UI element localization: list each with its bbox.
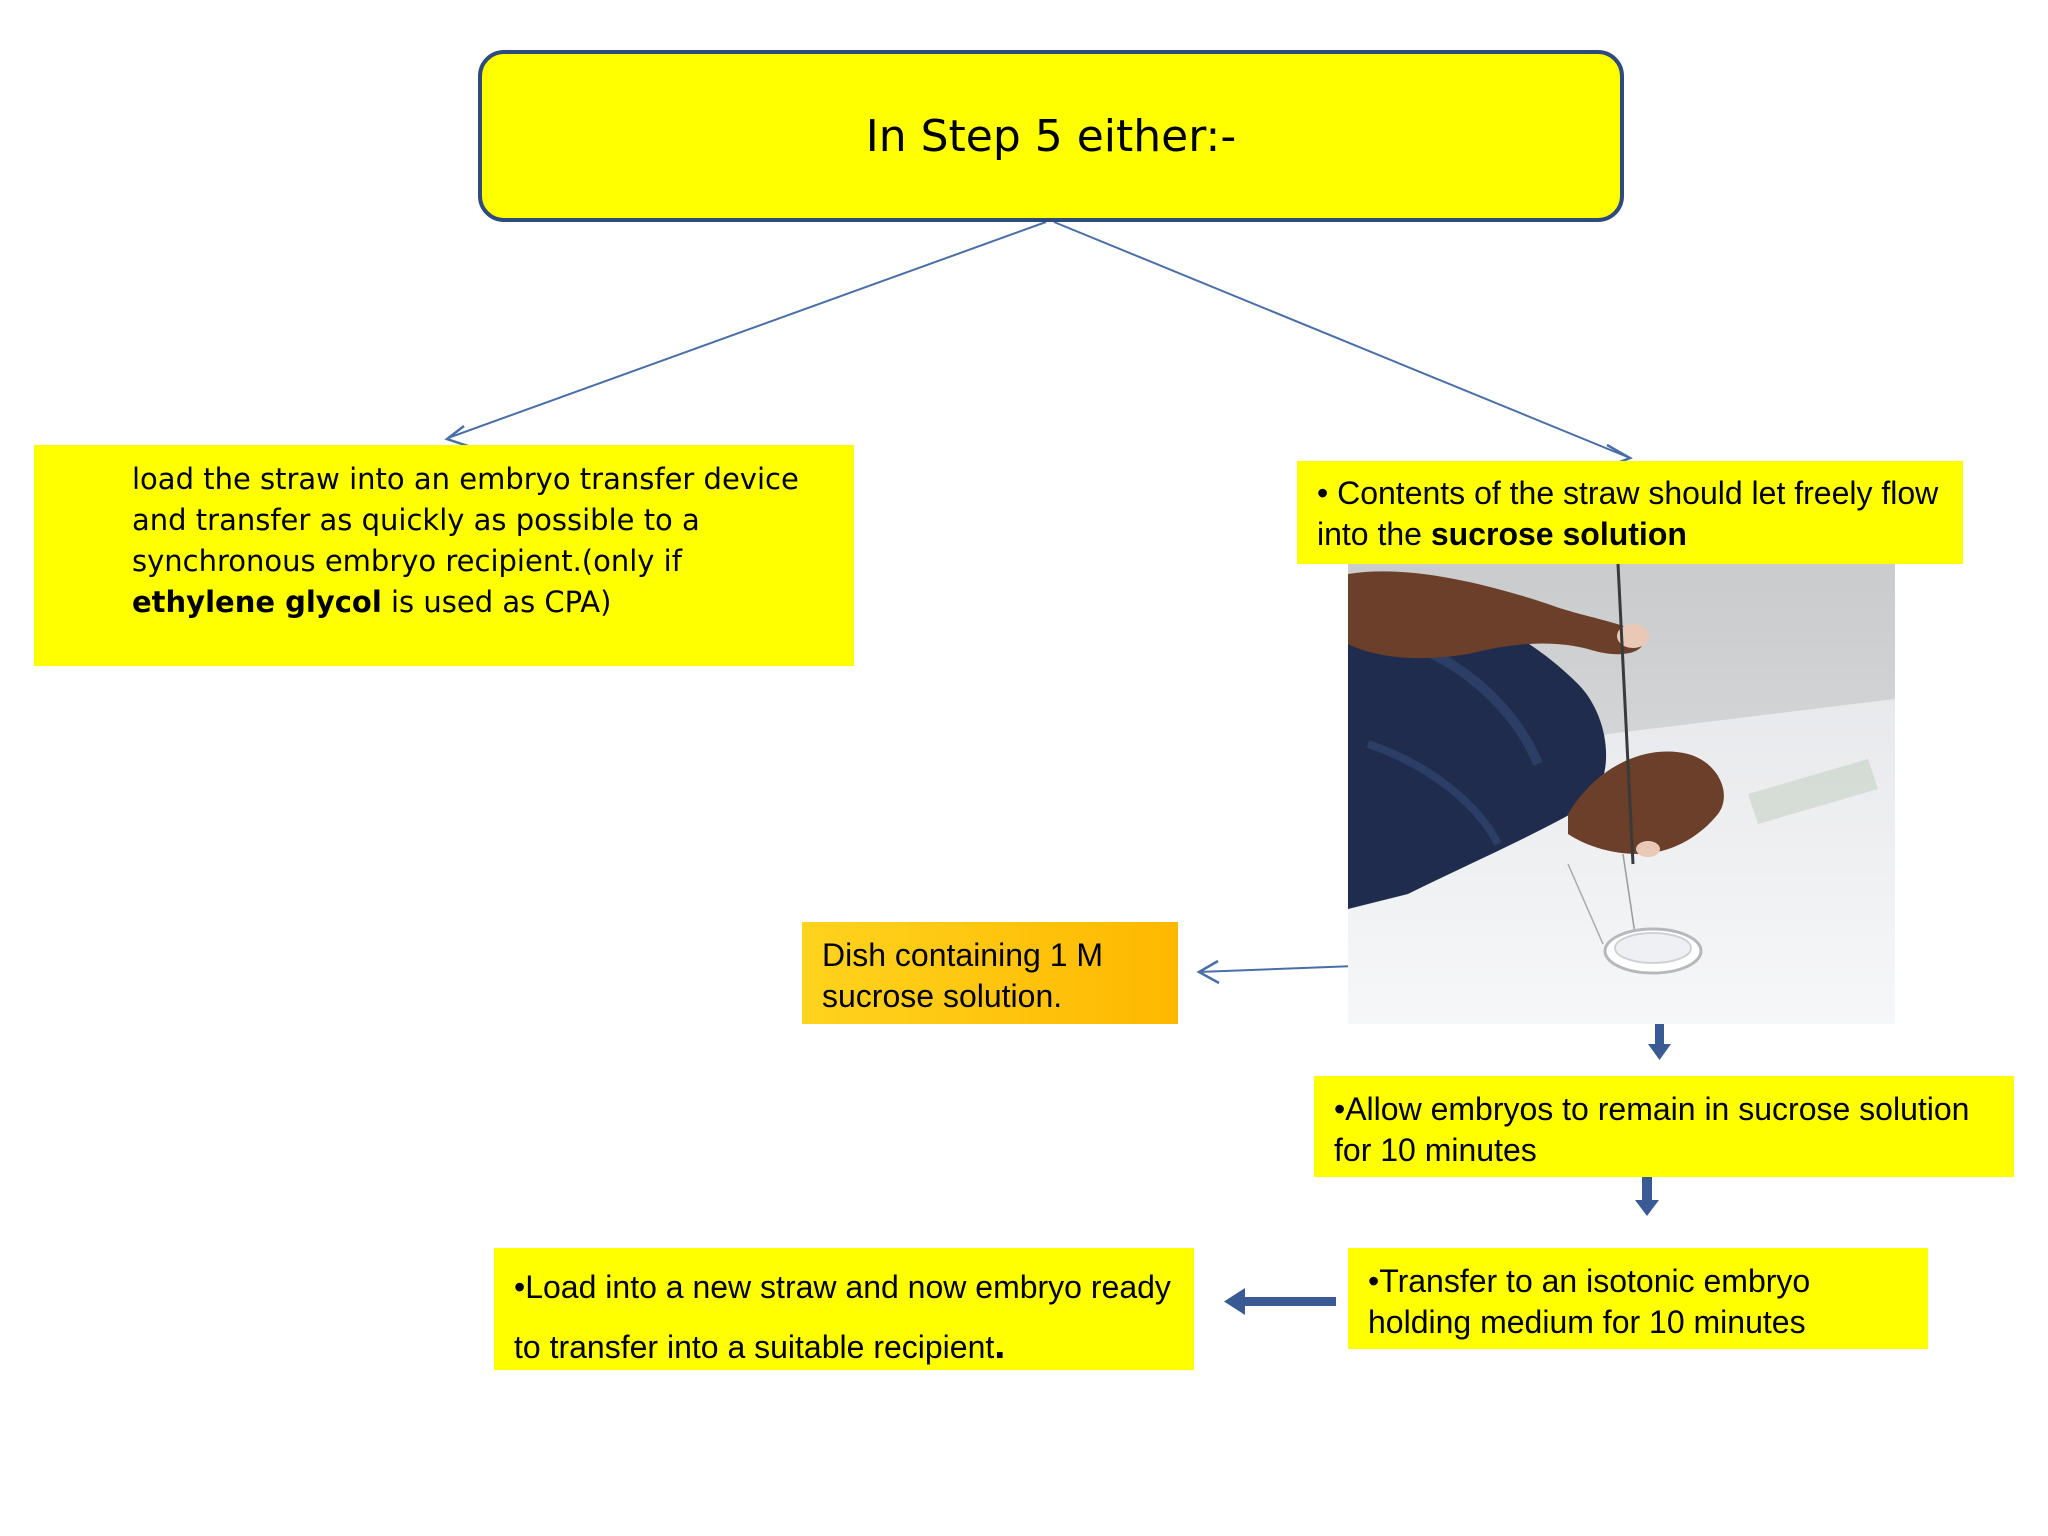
allow-step-text: •Allow embryos to remain in sucrose solu…	[1334, 1091, 1970, 1168]
arrowhead-left-option	[444, 425, 469, 448]
step-title-box: In Step 5 either:-	[478, 50, 1624, 222]
option-embryo-transfer-text: load the straw into an embryo transfer d…	[132, 462, 799, 619]
left-arrow-to-load-step	[1224, 1288, 1336, 1315]
down-arrow-to-allow-step	[1648, 1022, 1671, 1060]
photo-illustration	[1348, 563, 1895, 1024]
transfer-step-text: •Transfer to an isotonic embryo holding …	[1368, 1263, 1811, 1340]
sucrose-dish-photo	[1348, 563, 1895, 1024]
load-step-box: •Load into a new straw and now embryo re…	[494, 1248, 1194, 1370]
ethylene-glycol-emphasis: ethylene glycol	[132, 585, 382, 619]
arrowhead-dish-label	[1196, 959, 1220, 985]
option-sucrose-text: • Contents of the straw should let freel…	[1317, 475, 1939, 552]
load-step-text: •Load into a new straw and now embryo re…	[514, 1269, 1171, 1367]
option-embryo-transfer-box: load the straw into an embryo transfer d…	[34, 445, 854, 666]
connector-title-to-left	[447, 221, 1047, 439]
sucrose-solution-emphasis: sucrose solution	[1430, 516, 1687, 552]
connector-title-to-right	[1053, 221, 1631, 459]
dish-label-box: Dish containing 1 M sucrose solution.	[802, 922, 1178, 1024]
step-title: In Step 5 either:-	[865, 110, 1237, 162]
allow-step-box: •Allow embryos to remain in sucrose solu…	[1314, 1076, 2014, 1177]
option-sucrose-box: • Contents of the straw should let freel…	[1297, 461, 1963, 564]
load-step-period: .	[994, 1323, 1006, 1367]
transfer-step-box: •Transfer to an isotonic embryo holding …	[1348, 1248, 1928, 1349]
down-arrow-to-transfer-step	[1635, 1177, 1659, 1216]
dish-label-text: Dish containing 1 M sucrose solution.	[822, 937, 1104, 1014]
